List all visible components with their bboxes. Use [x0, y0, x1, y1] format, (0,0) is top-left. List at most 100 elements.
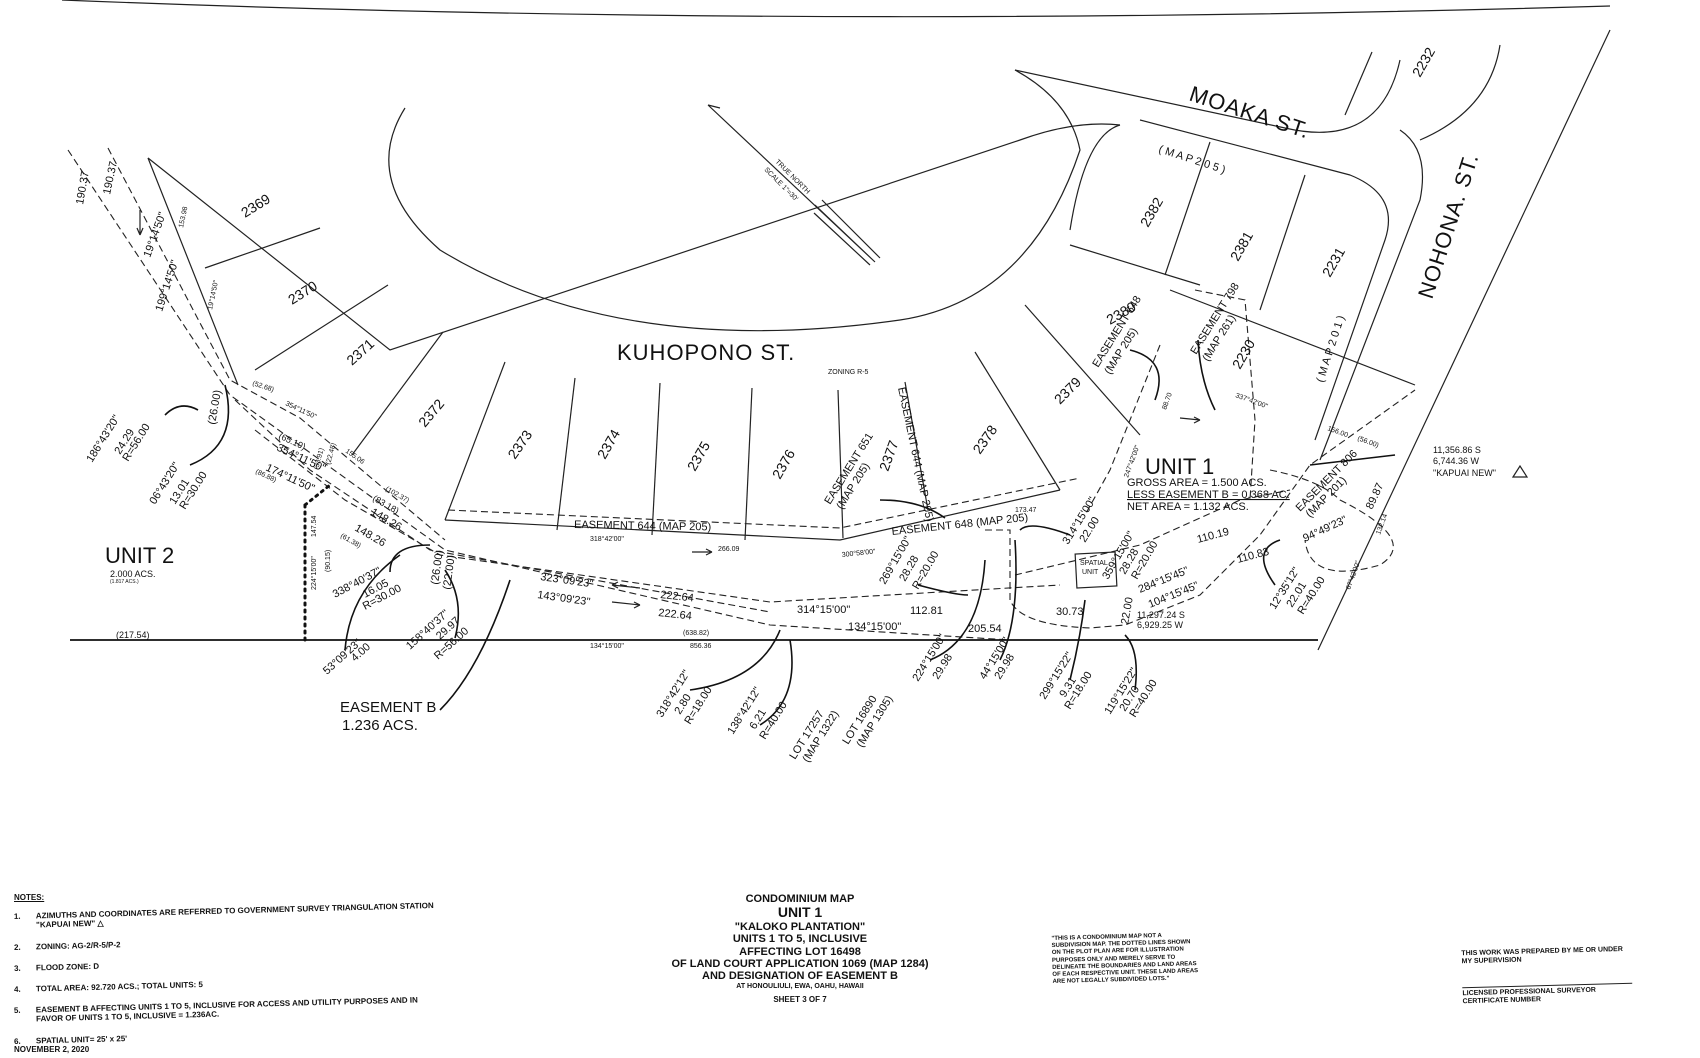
easement-b-area: 1.236 ACS. [342, 717, 418, 734]
spatial-unit-box [1074, 551, 1118, 589]
dim-112: 112.81 [910, 605, 943, 617]
lot-2378: 2378 [969, 422, 1000, 457]
north-arrow [707, 104, 881, 266]
dim-638: (638.82) [683, 630, 709, 637]
lot-line-2380-upper [1069, 244, 1201, 286]
leader-kapuai [1309, 454, 1396, 466]
lot-2376: 2376 [769, 446, 799, 481]
note-3: 3.FLOOD ZONE: D [14, 953, 434, 973]
title-line-3: "KALOKO PLANTATION" [734, 920, 866, 933]
note-1: 1.AZIMUTHS AND COORDINATES ARE REFERRED … [14, 901, 434, 930]
left-access-inner [107, 147, 446, 541]
lot-line-2379-2380 [1024, 304, 1141, 436]
street-kuhopono: KUHOPONO ST. [617, 340, 795, 365]
leader-798 [1197, 339, 1216, 411]
arrow-marker-1 [136, 210, 144, 236]
nohona-street-edge [1319, 129, 1423, 461]
lot-line-2381-2231 [1259, 174, 1306, 311]
dim-26a: (26.00) [206, 389, 224, 425]
easement-644-vertical: EASEMENT 644 (MAP 205) [895, 386, 935, 523]
title-block: CONDOMINIUM MAP UNIT 1 "KALOKO PLANTATIO… [640, 893, 960, 1005]
easement-648-right [1084, 344, 1161, 516]
lot-line-2378-2379 [974, 351, 1061, 491]
lot-2379: 2379 [1051, 374, 1084, 407]
moaka-street-edge-lower [1419, 44, 1501, 141]
leader-06 [189, 384, 230, 466]
bearing-134b: 134°15'00" [848, 621, 901, 633]
lot-line-2370-2371 [254, 284, 389, 371]
dim-110b: 110.83 [1236, 546, 1271, 566]
surveyor-block: THIS WORK WAS PREPARED BY ME OR UNDER MY… [1461, 946, 1633, 1006]
kapuai-name: "KAPUAI NEW" [1433, 468, 1496, 478]
title-line-4: UNITS 1 TO 5, INCLUSIVE [732, 933, 868, 946]
dim-26b: (26.00) [429, 549, 446, 585]
bearing-143: 143°09'23" [537, 589, 591, 608]
strip-dash-3 [234, 399, 771, 613]
dim-22b: (22.00) [441, 554, 458, 590]
leader-299 [1069, 599, 1086, 681]
dim-89: 89.87 [1364, 481, 1387, 511]
leader-158 [444, 569, 460, 639]
coord-point-2: 6,929.25 W [1137, 620, 1184, 630]
dim-22c: 22.00 [1119, 596, 1136, 625]
kuhopono-curve-inner [388, 69, 1081, 332]
title-line-8: AT HONOULIULI, EWA, OAHU, HAWAII [736, 982, 864, 990]
bearing-67: 67°42'00" [1344, 559, 1362, 590]
note-5-number: 5. [13, 1005, 21, 1016]
lot-2374: 2374 [594, 426, 624, 461]
lot-2382: 2382 [1137, 194, 1167, 229]
lot-line-2376-2377 [837, 389, 844, 539]
note-4-number: 4. [13, 984, 21, 994]
lot-2372: 2372 [415, 396, 447, 430]
bearing-318a: 318°42'00" [590, 535, 624, 543]
note-4-text: TOTAL AREA: 92.720 ACS.; TOTAL UNITS: 5 [35, 979, 204, 994]
unit-2-dotted-diag [303, 483, 332, 507]
leader-53 [344, 554, 401, 651]
moaka-inner-block [1139, 119, 1389, 441]
spatial-unit-label-2: UNIT [1082, 569, 1099, 576]
dim-110a: 110.19 [1196, 526, 1231, 546]
lot-2371: 2371 [343, 335, 377, 368]
unit-1-gross: GROSS AREA = 1.500 ACS. [1127, 477, 1267, 489]
leader-119 [1124, 634, 1138, 691]
sheet-border-top [61, 0, 1611, 18]
kapuai-coord-1: 11,356.86 S [1433, 445, 1481, 455]
title-line-2: UNIT 1 [777, 904, 823, 921]
sheet-border-right [1317, 29, 1611, 651]
dim-856: 856.36 [690, 643, 712, 650]
leader-12 [1262, 539, 1281, 586]
note-6-text: SPATIAL UNIT= 25' x 25' [35, 1033, 128, 1045]
bearing-224a: 224°15'00" [310, 556, 318, 590]
kuhopono-block-right [1069, 124, 1121, 231]
lots-rear-dashed [447, 477, 1081, 529]
dim-153: 153.98 [178, 206, 189, 229]
unit-1-title: UNIT 1 [1145, 454, 1214, 479]
strip-dash-2 [254, 429, 1061, 603]
lot-line-2230 [1169, 289, 1416, 386]
left-strip-solid [147, 157, 239, 386]
dim-19: 19°14'50" [206, 279, 220, 310]
leader-186 [164, 405, 199, 416]
unit-2-title: UNIT 2 [105, 543, 174, 568]
lot-2369: 2369 [238, 190, 273, 220]
dim-left-d: 199°14'50" [153, 259, 181, 313]
curve-186-a: 186°43'20" [84, 413, 122, 465]
note-1-number: 1. [13, 912, 21, 922]
bearing-247: 247°42'00" [1122, 444, 1141, 479]
unit-2-sub: (1.817 ACS.) [110, 579, 139, 585]
arrow-marker-5 [1179, 416, 1201, 424]
dim-52: (52.68) [251, 380, 274, 394]
triangle-icon [1511, 464, 1529, 478]
arrow-marker-2 [692, 548, 713, 556]
leader-651 [879, 499, 946, 519]
lot-line-2374-2375 [651, 382, 661, 536]
dim-left-a: 190.37 [74, 170, 92, 205]
disclaimer: "THIS IS A CONDOMINIUM MAP NOT A SUBDIVI… [1051, 933, 1199, 986]
dim-30: 30.73 [1056, 606, 1084, 618]
arrow-marker-4 [611, 601, 641, 609]
leader-314 [1019, 525, 1071, 536]
dim-156: 156.00 [1326, 425, 1349, 439]
note-4: 4. TOTAL AREA: 92.720 ACS.; TOTAL UNITS: … [14, 974, 434, 994]
lot-2232: 2232 [1409, 44, 1439, 79]
note-3-number: 3. [13, 963, 21, 973]
